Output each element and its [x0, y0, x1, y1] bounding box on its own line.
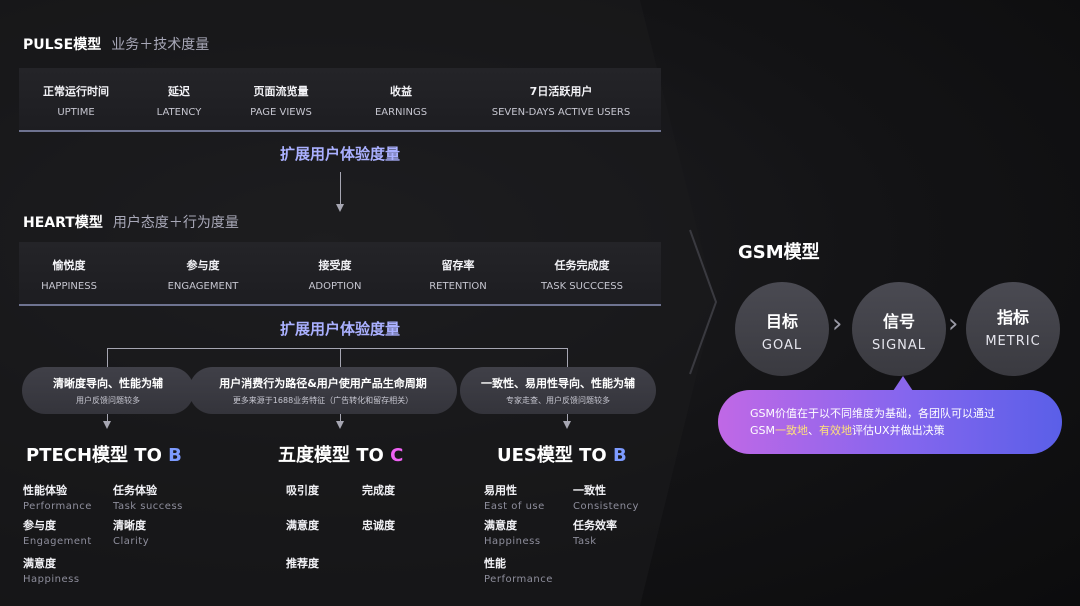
- pulse-heading: PULSE模型业务＋技术度量: [23, 34, 209, 54]
- chevron-right-icon: ›: [948, 309, 959, 339]
- wudu-item: 吸引度: [286, 484, 319, 497]
- arrow-down-icon: [103, 421, 111, 429]
- heart-heading: HEART模型用户态度＋行为度量: [23, 212, 239, 232]
- arrow-down-icon: [563, 421, 571, 429]
- wudu-model-title: 五度模型 TO C: [278, 445, 404, 466]
- wudu-item: 满意度: [286, 519, 319, 532]
- pulse-subtitle: 业务＋技术度量: [111, 37, 210, 53]
- extend-label-top: 扩展用户体验度量: [279, 145, 401, 163]
- wudu-item: 推荐度: [286, 557, 319, 570]
- pill-connector: [107, 414, 108, 424]
- callout-pointer: [893, 376, 913, 391]
- connector-line: [340, 172, 341, 208]
- branch-drop: [107, 348, 108, 368]
- pill-connector: [567, 414, 568, 424]
- ptech-model-title: PTECH模型 TO B: [26, 445, 182, 466]
- wudu-item: 忠诚度: [362, 519, 395, 532]
- focus-pill-wudu: 用户消费行为路径&用户使用产品生命周期更多来源于1688业务特征（广告转化和留存…: [189, 367, 457, 414]
- branch-drop: [567, 348, 568, 368]
- gsm-callout: GSM价值在于以不同维度为基础，各团队可以通过 GSM一致地、有效地评估UX并做…: [718, 390, 1062, 454]
- gsm-title: GSM模型: [738, 242, 820, 263]
- wudu-item: 完成度: [362, 484, 395, 497]
- branch-line: [107, 348, 568, 349]
- focus-pill-ues: 一致性、易用性导向、性能为辅专家走查、用户反馈问题较多: [460, 367, 656, 414]
- chevron-right-icon: ›: [832, 309, 843, 339]
- gsm-callout-text: GSM价值在于以不同维度为基础，各团队可以通过 GSM一致地、有效地评估UX并做…: [750, 407, 995, 437]
- branch-drop: [340, 348, 341, 368]
- focus-pill-ptech: 清晰度导向、性能为辅用户反馈问题较多: [22, 367, 194, 414]
- heart-subtitle: 用户态度＋行为度量: [112, 215, 239, 231]
- pill-connector: [340, 414, 341, 424]
- extend-label-bottom: 扩展用户体验度量: [279, 320, 401, 338]
- ues-model-title: UES模型 TO B: [497, 445, 627, 466]
- arrow-down-icon: [336, 204, 344, 212]
- pulse-title: PULSE模型: [23, 37, 102, 53]
- heart-title: HEART模型: [23, 215, 103, 231]
- arrow-down-icon: [336, 421, 344, 429]
